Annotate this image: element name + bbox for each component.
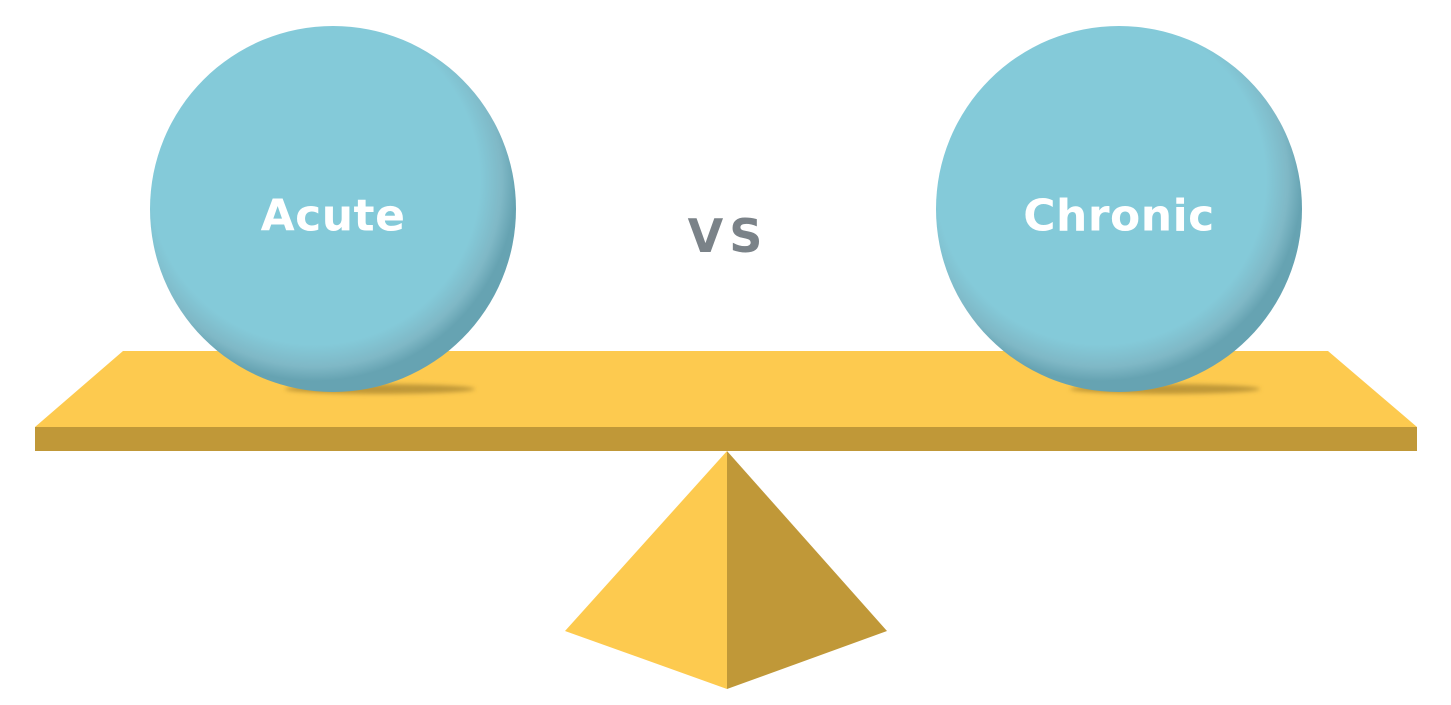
fulcrum-pyramid (565, 451, 887, 689)
left-ball (150, 26, 516, 392)
chronic-label: Chronic (1023, 190, 1215, 242)
vs-text: VS (687, 209, 769, 263)
right-ball (936, 26, 1302, 392)
acute-label: Acute (260, 190, 406, 242)
